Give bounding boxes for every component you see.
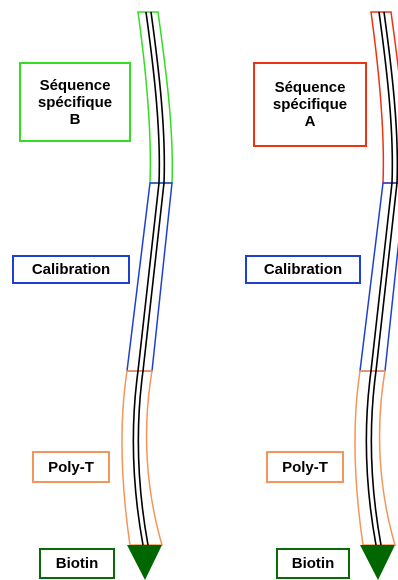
sequence-label-b-line2: spécifique [37, 93, 113, 111]
strand-a-specific-segment [370, 11, 398, 184]
strand-b [121, 11, 174, 580]
strand-a-dna-line-2 [370, 11, 398, 546]
sequence-label-b: Séquence spécifique B [19, 62, 131, 142]
sequence-label-b-line1: Séquence [39, 76, 111, 94]
polyt-label-a: Poly-T [266, 451, 344, 483]
strand-a-biotin-triangle [360, 545, 395, 580]
sequence-label-a-line2: spécifique [272, 96, 348, 113]
biotin-label-a: Biotin [276, 548, 350, 579]
sequence-label-a: Séquence spécifique A [253, 62, 367, 147]
calibration-label-a: Calibration [245, 255, 361, 284]
polyt-label-b: Poly-T [32, 451, 110, 483]
biotin-label-b: Biotin [39, 548, 115, 579]
strand-b-biotin-triangle [127, 545, 162, 580]
sequence-label-a-letter: A [304, 113, 316, 130]
strand-b-dna-line-1 [132, 11, 161, 546]
strand-a-polyt-segment [354, 370, 396, 546]
strand-b-dna-line-2 [137, 11, 166, 546]
strand-b-calibration-segment [126, 182, 173, 372]
sequence-label-b-letter: B [69, 110, 81, 128]
calibration-label-b: Calibration [12, 255, 130, 284]
strand-a-dna-line-1 [365, 11, 394, 546]
sequence-label-a-line1: Séquence [274, 79, 346, 96]
strand-a [354, 11, 398, 580]
strand-b-polyt-segment [121, 370, 163, 546]
